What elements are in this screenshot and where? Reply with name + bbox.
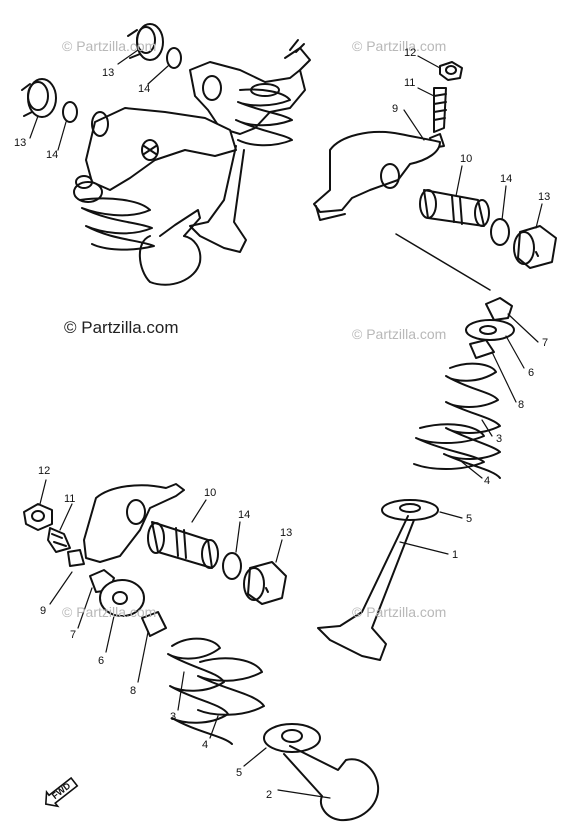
callout-1: 1 [452,549,459,561]
watermark: © Partzilla.com [352,604,447,620]
callout-3: 3 [170,711,177,723]
callout-12: 12 [404,47,417,59]
rocker-arm-top-right [313,130,441,221]
o-ring-top-right [490,218,510,246]
watermark: © Partzilla.com [352,38,447,54]
locknut-bottom-left [23,503,53,531]
callout-13: 13 [280,527,293,539]
o-ring-bottom-left [222,552,242,580]
callout-14: 14 [138,83,151,95]
retainer-mid-right [465,319,515,341]
top-left-assembly [21,23,311,286]
seal-bottom-left [141,611,167,637]
valve-bottom-left [283,745,380,822]
callout-7: 7 [542,337,549,349]
callout-8: 8 [518,399,525,411]
valve-spring-left [73,175,155,251]
plug-cap-bottom-left [243,561,287,605]
leader-link-line [395,233,491,291]
callout-11: 11 [404,77,416,89]
locknut-top-right [439,61,463,81]
callout-11: 11 [64,493,76,505]
o-ring-upper-left [166,47,182,69]
callout-13: 13 [102,67,115,79]
callout-13: 13 [538,191,551,203]
callout-7: 7 [70,629,77,641]
leader-lines [29,49,543,799]
rocker-arm-upper [189,39,311,135]
callout-10: 10 [460,153,473,165]
callout-8: 8 [130,685,137,697]
callout-4: 4 [202,739,209,751]
spring-bottom-left [167,637,265,745]
o-ring-lower-left [62,101,78,123]
callout-6: 6 [98,655,105,667]
watermark: © Partzilla.com [352,326,447,342]
callout-5: 5 [236,767,243,779]
adjusting-screw-bottom-left [47,527,85,567]
callout-14: 14 [46,149,59,161]
valve-mid-right [317,515,415,661]
callout-9: 9 [392,103,399,115]
valve-right [189,145,247,253]
valve-spring-right [235,83,293,147]
valve-seat-bottom-left [263,723,321,753]
watermark: © Partzilla.com [62,604,157,620]
callout-9: 9 [40,605,47,617]
rocker-arm-bottom-left [83,483,185,563]
callout-5: 5 [466,513,473,525]
callout-14: 14 [238,509,251,521]
retainer-bottom-left [99,579,145,617]
callout-13: 13 [14,137,27,149]
adjusting-screw-top-right [429,87,447,149]
seal-mid-right [469,339,495,359]
watermark: © Partzilla.com [62,38,157,54]
plug-cap-lower-left [21,78,57,118]
callout-14: 14 [500,173,513,185]
spring-mid-right [413,362,501,479]
rocker-shaft-bottom-left [147,521,219,569]
callout-10: 10 [204,487,217,499]
valve-seat-mid-right [381,499,439,521]
cotter-mid-right [485,297,513,321]
callout-4: 4 [484,475,491,487]
rocker-shaft-top-right [419,189,490,227]
callout-12: 12 [38,465,51,477]
bottom-left-assembly [23,483,380,822]
top-right-assembly [313,61,557,291]
forward-arrow-icon: FWD [37,772,82,814]
callout-6: 6 [528,367,535,379]
callout-3: 3 [496,433,503,445]
plug-cap-upper-left [127,23,164,61]
plug-cap-top-right [513,225,557,269]
watermark-strong: © Partzilla.com [64,318,179,337]
middle-right-assembly [317,297,515,661]
rocker-arm-lower [85,107,237,191]
callout-2: 2 [266,789,273,801]
